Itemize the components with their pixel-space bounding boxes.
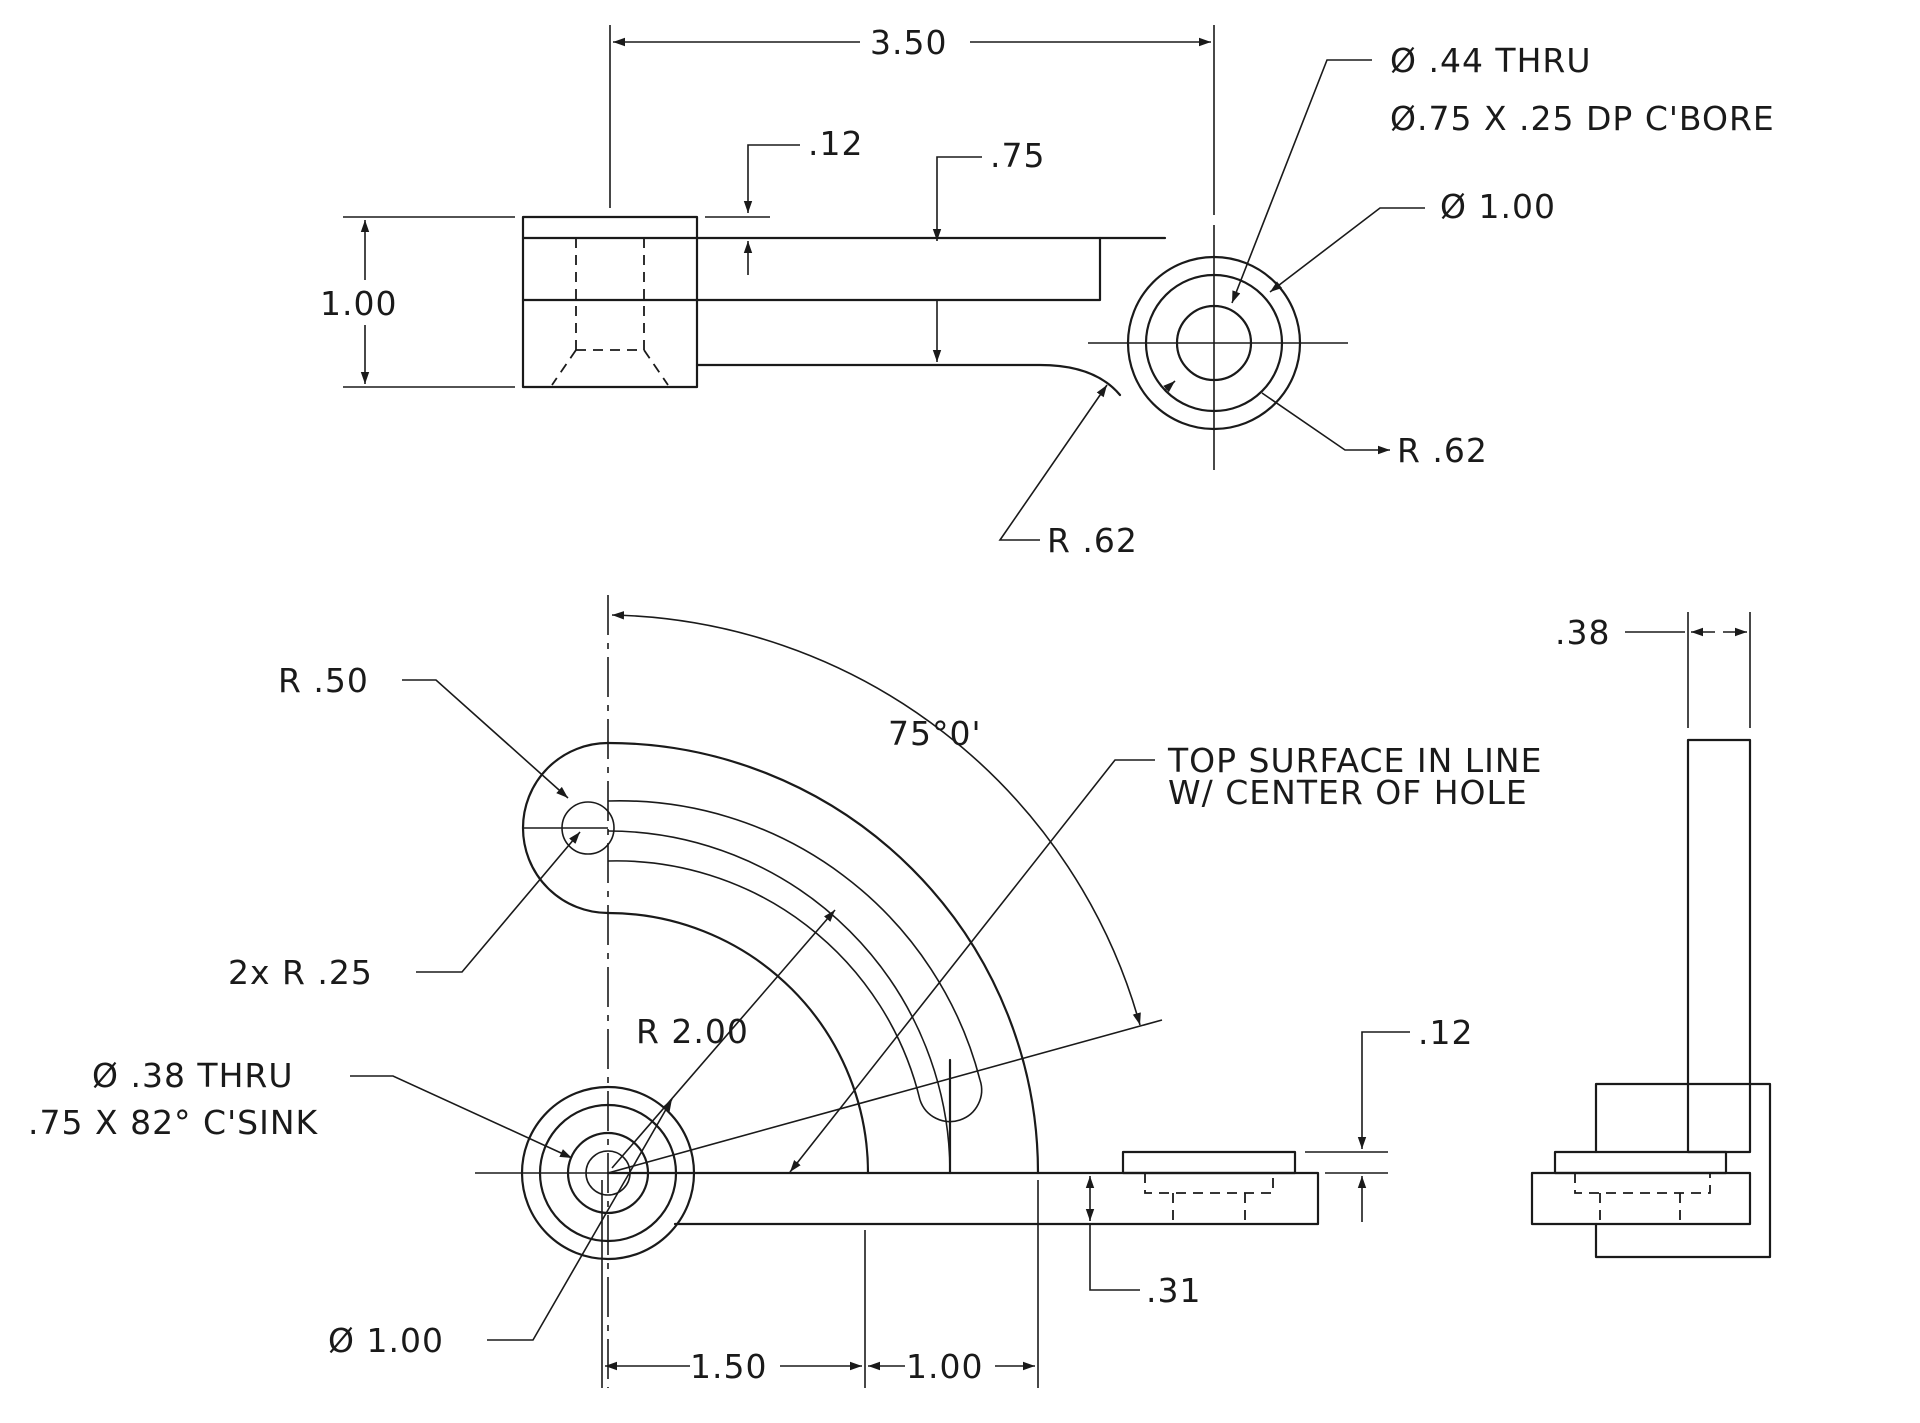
dim-angle-75-label: 75°0' bbox=[888, 714, 982, 753]
callout-top-boss-radius-label: R .62 bbox=[1397, 431, 1488, 470]
dim-3-50-label: 3.50 bbox=[870, 23, 947, 62]
front-view-note-line2: W/ CENTER OF HOLE bbox=[1168, 773, 1528, 812]
dim-side-38: .38 bbox=[1555, 612, 1751, 728]
front-view-pad bbox=[1121, 1150, 1297, 1224]
front-view-note-line1: TOP SURFACE IN LINE bbox=[1167, 741, 1542, 780]
callout-front-boss-dia: Ø 1.00 bbox=[328, 1098, 673, 1360]
callout-r-50: R .50 bbox=[278, 661, 569, 799]
top-view-arm-lower-edge bbox=[695, 363, 1122, 397]
callout-r-2-00-label: R 2.00 bbox=[636, 1012, 749, 1051]
dim-step-12: .12 bbox=[1305, 1013, 1473, 1222]
dim-1-50-1-00: 1.50 1.00 bbox=[601, 1180, 1039, 1388]
side-view: .38 bbox=[1530, 612, 1772, 1259]
dim-side-38-label: .38 bbox=[1555, 613, 1610, 652]
callout-front-hole-csink: .75 X 82° C'SINK bbox=[28, 1103, 319, 1142]
top-view-hidden-bore bbox=[551, 238, 669, 386]
callout-2x-r-25-label: 2x R .25 bbox=[228, 953, 373, 992]
dim-top-12: .12 bbox=[705, 124, 863, 275]
side-view-hidden bbox=[1574, 1173, 1711, 1224]
callout-top-fillet-radius-label: R .62 bbox=[1047, 521, 1138, 560]
side-view-upright bbox=[1686, 738, 1752, 1154]
callout-front-boss-dia-label: Ø 1.00 bbox=[328, 1321, 444, 1360]
front-view-arc-arm bbox=[521, 741, 1040, 1175]
dim-block-1-00: 1.00 bbox=[320, 216, 515, 388]
front-view-note: TOP SURFACE IN LINE W/ CENTER OF HOLE bbox=[789, 741, 1542, 1173]
top-view-block bbox=[521, 215, 699, 389]
dim-3-50: 3.50 bbox=[609, 23, 1215, 215]
callout-top-hole: Ø .44 THRU Ø.75 X .25 DP C'BORE bbox=[1231, 41, 1775, 304]
callout-top-hole-cbore: Ø.75 X .25 DP C'BORE bbox=[1390, 99, 1775, 138]
dim-thickness-31-label: .31 bbox=[1146, 1271, 1201, 1310]
dim-1-50-label: 1.50 bbox=[690, 1347, 767, 1386]
dim-angle-75: 75°0' bbox=[607, 611, 1163, 1174]
dim-arm-75: .75 bbox=[932, 136, 1045, 362]
callout-top-hole-thru: Ø .44 THRU bbox=[1390, 41, 1592, 80]
top-view: 3.50 1.00 .12 .75 Ø .44 THRU Ø.75 X .25 bbox=[320, 23, 1775, 560]
side-view-body bbox=[1594, 1082, 1772, 1259]
callout-2x-r-25: 2x R .25 bbox=[228, 831, 581, 992]
dim-step-12-label: .12 bbox=[1418, 1013, 1473, 1052]
dim-thickness-31: .31 bbox=[1085, 1176, 1201, 1310]
dim-block-1-00-label: 1.00 bbox=[320, 284, 397, 323]
top-view-arm-outline bbox=[695, 236, 1102, 302]
callout-r-50-label: R .50 bbox=[278, 661, 369, 700]
callout-top-boss-dia-label: Ø 1.00 bbox=[1440, 187, 1556, 226]
dim-arm-75-label: .75 bbox=[990, 136, 1045, 175]
callout-front-hole-thru: Ø .38 THRU bbox=[92, 1056, 294, 1095]
top-view-boss bbox=[1088, 225, 1348, 470]
callout-top-boss-dia: Ø 1.00 bbox=[1163, 187, 1556, 393]
side-view-base bbox=[1530, 1171, 1752, 1226]
callout-top-boss-radius: R .62 bbox=[1261, 392, 1488, 470]
dim-top-12-label: .12 bbox=[808, 124, 863, 163]
callout-front-hole: Ø .38 THRU .75 X 82° C'SINK bbox=[28, 1056, 573, 1159]
callout-top-fillet-radius: R .62 bbox=[998, 384, 1138, 560]
side-view-pad bbox=[1553, 1150, 1728, 1175]
dim-1-00-label: 1.00 bbox=[906, 1347, 983, 1386]
callout-r-2-00: R 2.00 bbox=[611, 909, 836, 1169]
front-view: 75°0' R .50 2x R .25 R 2.00 TOP SURFACE … bbox=[28, 595, 1542, 1388]
front-view-base-bar bbox=[606, 1171, 1320, 1226]
